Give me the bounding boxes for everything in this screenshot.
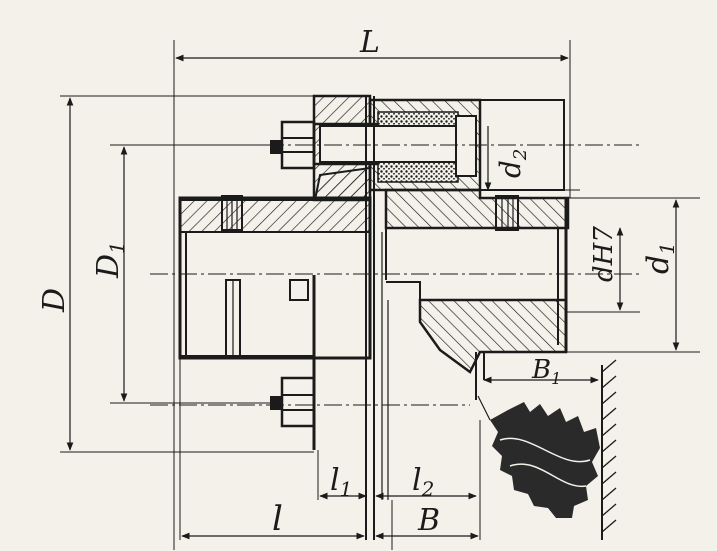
extension-lines: [60, 40, 700, 550]
label-d2: d2: [494, 149, 531, 178]
svg-text:l2: l2: [412, 463, 434, 501]
label-dH7: dH7: [589, 226, 619, 282]
label-B: B: [417, 503, 440, 538]
dimension-lines: [66, 54, 680, 540]
label-d1: d1: [641, 242, 679, 274]
svg-text:D1: D1: [91, 241, 129, 279]
svg-text:l1: l1: [330, 463, 352, 501]
pin-nut-lower: [270, 279, 316, 428]
label-l1: l1: [330, 463, 352, 501]
label-l2: l2: [412, 463, 434, 501]
label-B1: B1: [531, 355, 561, 388]
right-half-coupling: [384, 99, 570, 400]
wall: [601, 359, 617, 540]
label-D: D: [37, 288, 72, 313]
dimension-labels: L D D1 d2 dH7 d1 B1 l1 l2 l B: [37, 25, 679, 539]
set-screw: [221, 195, 243, 357]
gap-lines: [365, 96, 389, 540]
label-l: l: [272, 499, 283, 539]
label-D1: D1: [91, 241, 129, 279]
label-L: L: [359, 25, 380, 60]
svg-text:B1: B1: [531, 355, 561, 388]
svg-text:d1: d1: [641, 242, 679, 274]
rubber-bellow: [477, 395, 600, 518]
svg-text:d2: d2: [494, 149, 531, 178]
